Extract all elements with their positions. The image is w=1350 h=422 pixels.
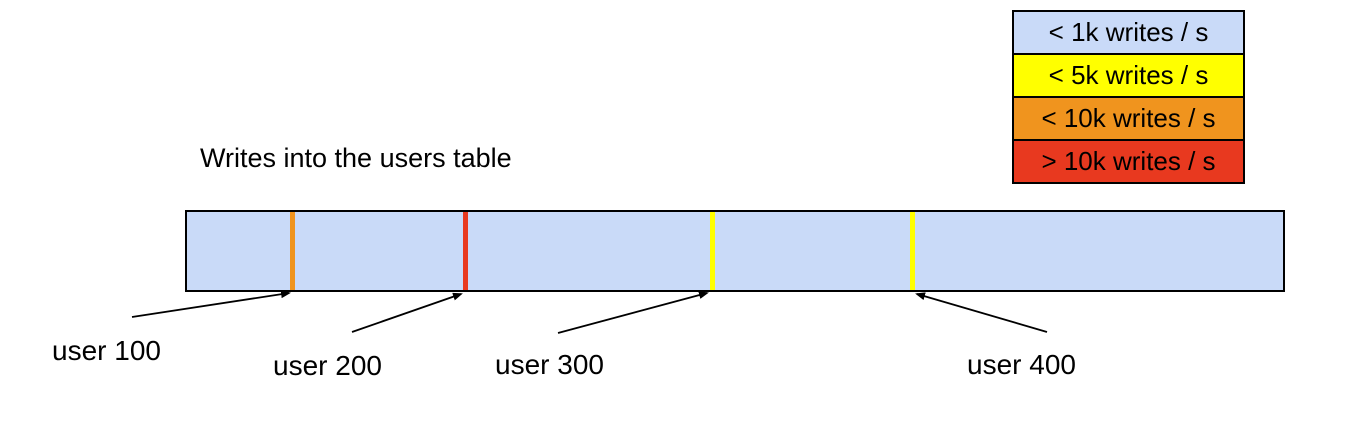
arrow-user-200 [351,292,463,333]
label-user-400: user 400 [967,349,1076,380]
label-user-300: user 300 [495,349,604,380]
legend-label: > 10k writes / s [1041,146,1216,176]
legend-label: < 10k writes / s [1041,103,1216,133]
legend-label: < 5k writes / s [1048,60,1209,90]
legend-item-gt-10k: > 10k writes / s [1012,139,1245,184]
label-user-100: user 100 [52,335,161,366]
diagram-title: Writes into the users table [200,143,512,173]
arrow-user-300 [557,291,709,334]
legend-item-lt-10k: < 10k writes / s [1012,96,1245,141]
legend-item-lt-1k: < 1k writes / s [1012,10,1245,55]
marker-user-100 [290,212,296,290]
marker-user-400 [910,212,916,290]
marker-user-200 [463,212,469,290]
label-user-200: user 200 [273,350,382,381]
legend: < 1k writes / s < 5k writes / s < 10k wr… [1012,10,1245,184]
legend-item-lt-5k: < 5k writes / s [1012,53,1245,98]
users-table-bar [185,210,1285,292]
arrow-user-100 [131,290,291,318]
arrow-user-400 [915,292,1048,333]
marker-user-300 [709,212,715,290]
legend-label: < 1k writes / s [1048,17,1209,47]
